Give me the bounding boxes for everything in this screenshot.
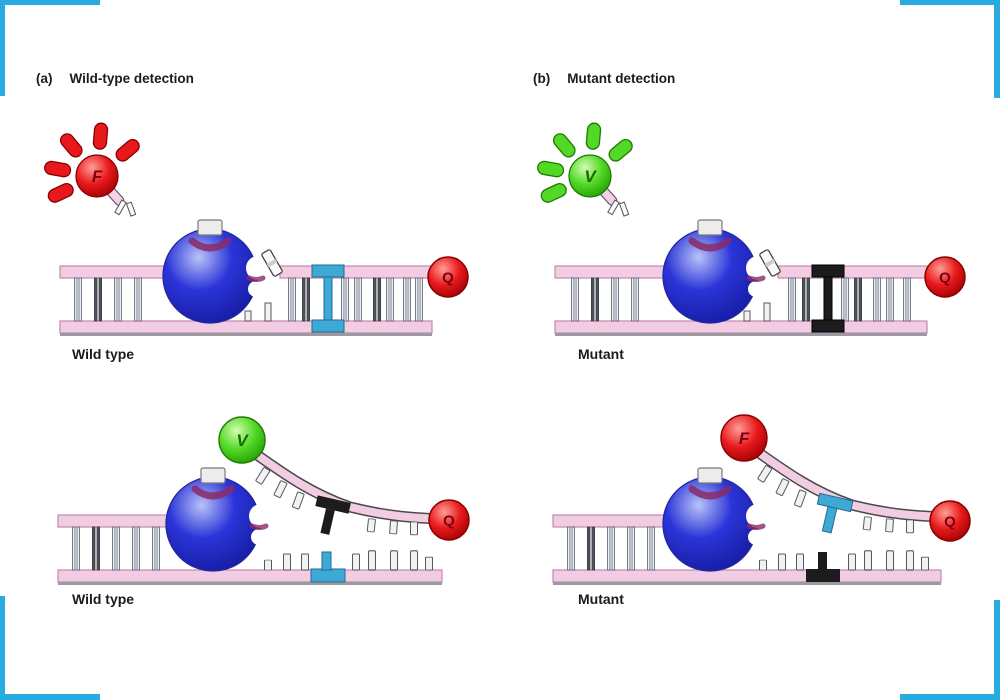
svg-text:Q: Q — [939, 270, 951, 287]
flap-fluorophore-green-icon: V — [218, 416, 266, 464]
panel-b-label: (b) — [533, 71, 551, 86]
quencher-icon: Q — [428, 499, 470, 541]
svg-text:V: V — [236, 431, 249, 450]
incoming-nucleotide-icon — [261, 249, 283, 277]
panel-b-row1-diagram: Q V — [536, 121, 966, 336]
frame-corner-top-right-v — [994, 0, 1000, 98]
panel-a-title: (a) Wild-type detection — [36, 71, 194, 86]
svg-text:Q: Q — [442, 270, 454, 287]
panel-b-row2-diagram: F Q — [552, 414, 971, 585]
frame-corner-bottom-right-v — [994, 600, 1000, 700]
polymerase-icon — [663, 220, 770, 323]
svg-text:Q: Q — [944, 514, 956, 531]
frame-corner-bottom-right-h — [900, 694, 1000, 700]
panel-b-title: (b) Mutant detection — [533, 71, 675, 86]
polymerase-icon — [663, 468, 770, 571]
svg-text:F: F — [739, 429, 750, 448]
matched-base-pair-cyan — [311, 264, 345, 333]
panel-a-row1-diagram: Q F — [43, 121, 469, 336]
dna-template — [552, 514, 942, 585]
probe-flap — [749, 444, 949, 534]
polymerase-icon — [166, 468, 273, 571]
mismatched-base-pair-black — [811, 264, 845, 333]
quencher-icon: Q — [924, 256, 966, 298]
matched-base-site-cyan — [310, 551, 346, 583]
released-fluorophore-green-icon: V — [536, 121, 636, 217]
panel-a-title-text: Wild-type detection — [69, 71, 194, 86]
panel-a-label: (a) — [36, 71, 53, 86]
caption-a-row1: Wild type — [72, 346, 135, 362]
mismatched-base-black — [315, 495, 351, 535]
frame-corner-bottom-left-v — [0, 596, 5, 700]
flap-fluorophore-red-icon: F — [720, 414, 768, 462]
frame-corner-top-left-h — [0, 0, 100, 5]
dna-template — [57, 514, 443, 585]
panel-a-row2-diagram: V Q — [57, 416, 470, 585]
caption-a-row2: Wild type — [72, 591, 135, 607]
quencher-icon: Q — [929, 500, 971, 542]
frame-corner-bottom-left-h — [0, 694, 100, 700]
polymerase-icon — [163, 220, 270, 323]
svg-text:V: V — [584, 167, 597, 186]
frame-corner-top-left-v — [0, 0, 5, 96]
panel-b-title-text: Mutant detection — [567, 71, 676, 86]
probe-flap — [247, 446, 447, 536]
svg-text:F: F — [92, 167, 103, 186]
mismatched-base-site-black — [806, 552, 840, 582]
caption-b-row2: Mutant — [578, 591, 624, 607]
svg-text:Q: Q — [443, 513, 455, 530]
frame-corner-top-right-h — [900, 0, 1000, 5]
matched-base-cyan — [816, 492, 854, 534]
quencher-icon: Q — [427, 256, 469, 298]
caption-b-row1: Mutant — [578, 346, 624, 362]
released-fluorophore-red-icon: F — [43, 121, 143, 217]
incoming-nucleotide-icon — [759, 249, 781, 277]
